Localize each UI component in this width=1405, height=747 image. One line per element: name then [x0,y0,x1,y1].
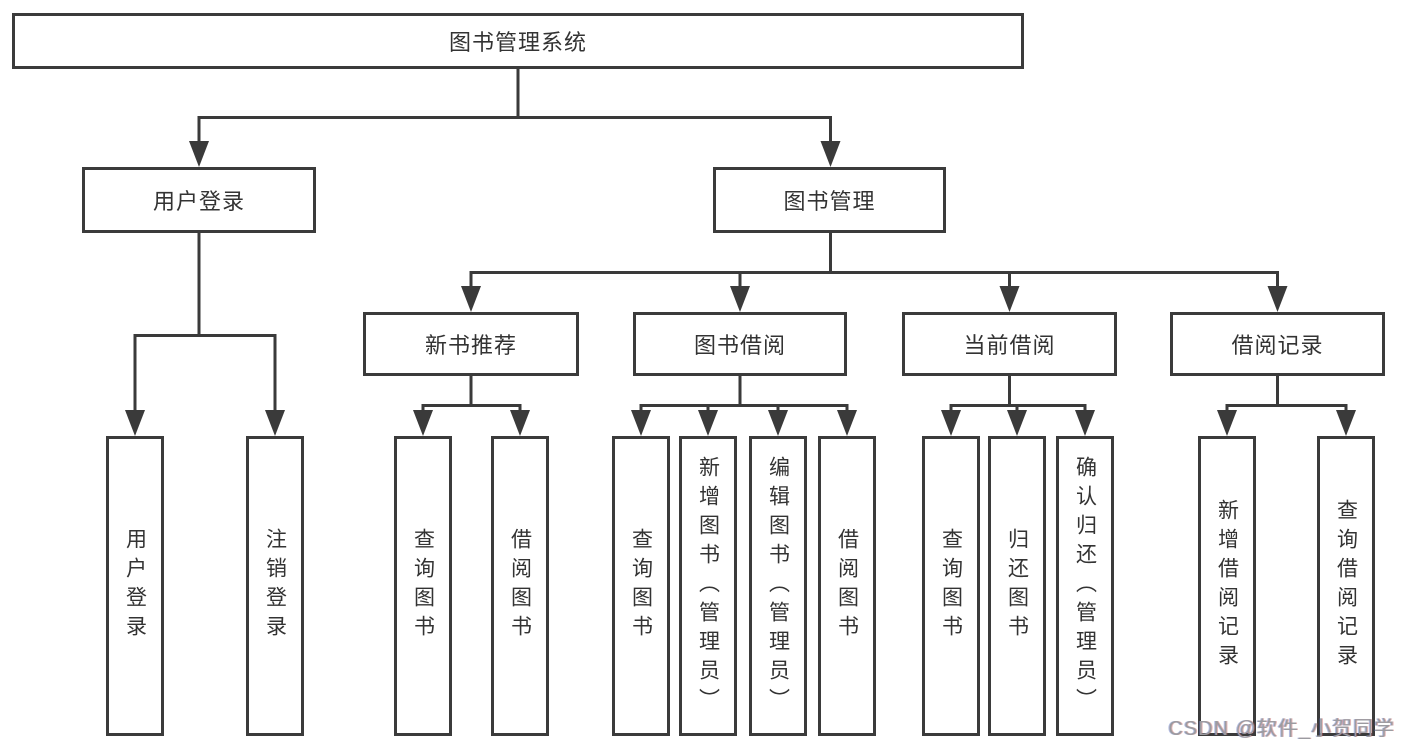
arrowhead [730,286,750,312]
arrowhead [999,286,1020,312]
node-root: 图书管理系统 [12,13,1024,69]
arrowhead [1007,410,1027,436]
connector-book-borrow-branch [639,374,849,414]
node-borrow-records: 借阅记录 [1170,312,1385,376]
arrowhead [125,410,145,436]
arrowhead [1075,410,1095,436]
connector-user-login-branch [133,231,277,413]
leaf-borrow-books-recommend: 借阅图书 [491,436,549,736]
arrowhead [1217,410,1237,436]
connector-borrow-records-branch [1225,374,1348,414]
arrowhead [1267,286,1288,312]
leaf-add-borrow-record: 新增借阅记录 [1198,436,1256,736]
arrowhead [837,410,857,436]
arrowhead [461,286,481,312]
arrowhead [510,410,530,436]
arrowhead [768,410,788,436]
arrowhead [941,410,961,436]
arrowhead [189,141,209,167]
arrowhead [698,410,718,436]
leaf-query-books-borrow: 查询图书 [612,436,670,736]
watermark: CSDN @软件_小贺同学 [1168,718,1395,740]
arrowhead [265,410,285,436]
leaf-query-borrow-record: 查询借阅记录 [1317,436,1375,736]
connector-current-borrow-branch [949,374,1087,414]
node-book-mgmt: 图书管理 [713,167,946,233]
leaf-confirm-return-admin: 确认归还（管理员） [1056,436,1114,736]
arrowhead [820,141,841,167]
node-new-book-recommend: 新书推荐 [363,312,579,376]
leaf-return-book: 归还图书 [988,436,1046,736]
arrowheads [125,141,1356,436]
leaf-edit-book-admin: 编辑图书（管理员） [749,436,807,736]
arrowhead [1336,410,1356,436]
arrowhead [413,410,433,436]
node-book-borrow: 图书借阅 [633,312,847,376]
connector-new-book-recommend-branch [421,374,522,414]
leaf-logout: 注销登录 [246,436,304,736]
node-current-borrow: 当前借阅 [902,312,1117,376]
connector-book-mgmt-branch [469,231,1279,289]
arrowhead [631,410,651,436]
connector-root-branch [197,67,832,144]
node-user-login: 用户登录 [82,167,316,233]
leaf-query-books-recommend: 查询图书 [394,436,452,736]
leaf-borrow-books: 借阅图书 [818,436,876,736]
leaf-user-login: 用户登录 [106,436,164,736]
leaf-query-books-current: 查询图书 [922,436,980,736]
leaf-add-book-admin: 新增图书（管理员） [679,436,737,736]
